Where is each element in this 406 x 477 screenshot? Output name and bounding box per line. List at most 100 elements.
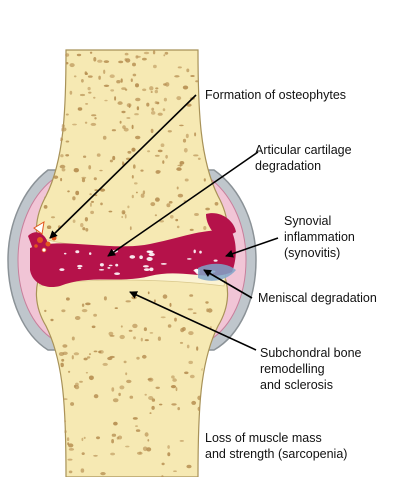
cartilage-fleck (139, 255, 143, 259)
bone-pore (53, 419, 57, 422)
bone-pore (214, 122, 217, 125)
bone-pore (213, 133, 216, 135)
bone-pore (94, 394, 99, 398)
bone-pore (51, 457, 55, 461)
bone-pore (185, 179, 189, 182)
bone-pore (133, 164, 136, 168)
bone-pore (155, 214, 157, 216)
bone-pore (104, 85, 109, 87)
bone-pore (65, 154, 69, 156)
bone-pore (151, 91, 153, 93)
bone-pore (171, 403, 176, 405)
bone-pore (103, 136, 107, 140)
bone-pore (90, 203, 92, 207)
bone-pore (142, 58, 147, 61)
label-meniscal-degradation: Meniscal degradation (258, 290, 377, 306)
bone-pore (142, 89, 146, 92)
bone-pore (134, 182, 138, 184)
bone-pore (48, 425, 53, 427)
bone-pore (86, 372, 88, 374)
bone-pore (90, 52, 92, 54)
bone-pore (45, 133, 50, 135)
bone-pore (148, 378, 152, 380)
bone-pore (111, 439, 114, 443)
bone-pore (92, 326, 96, 329)
bone-pore (85, 71, 87, 74)
bone-pore (170, 215, 174, 219)
bone-pore (206, 71, 210, 73)
bone-pore (81, 468, 85, 472)
bone-pore (224, 127, 226, 129)
bone-pore (190, 229, 194, 231)
bone-pore (38, 57, 43, 60)
bone-pore (60, 165, 66, 169)
bone-pore (123, 211, 125, 214)
bone-pore (109, 356, 115, 358)
bone-pore (39, 90, 43, 95)
bone-pore (57, 107, 59, 111)
bone-pore (44, 104, 49, 108)
bone-pore (41, 161, 46, 164)
cartilage-fleck (107, 267, 110, 269)
bone-pore (163, 108, 166, 111)
bone-pore (150, 332, 154, 334)
bone-pore (110, 74, 115, 78)
bone-pore (112, 129, 116, 131)
bone-pore (80, 94, 85, 96)
bone-pore (60, 363, 64, 367)
bone-pore (220, 104, 222, 108)
bone-pore (194, 132, 196, 136)
bone-pore (61, 127, 66, 131)
bone-pore (132, 195, 134, 199)
bone-pore (45, 467, 49, 470)
cartilage-fleck (114, 272, 120, 275)
bone-pore (136, 429, 140, 432)
bone-pore (131, 296, 136, 299)
bone-pore (130, 226, 132, 230)
bone-pore (205, 301, 208, 303)
bone-pore (183, 86, 188, 90)
bone-pore (137, 452, 143, 455)
bone-pore (110, 89, 114, 91)
bone-pore (126, 117, 130, 119)
bone-pore (42, 469, 45, 473)
bone-pore (42, 116, 46, 120)
bone-pore (169, 201, 173, 204)
bone-pore (135, 425, 138, 427)
bone-pore (89, 376, 94, 381)
bone-pore (103, 70, 105, 74)
bone-pore (223, 79, 226, 82)
bone-pore (145, 394, 147, 396)
bone-pore (213, 125, 217, 129)
bone-pore (158, 337, 161, 341)
bone-pore (124, 361, 127, 364)
bone-pore (61, 309, 65, 312)
bone-pore (174, 75, 179, 77)
bone-pore (152, 398, 155, 401)
bone-pore (158, 150, 163, 153)
bone-pore (133, 74, 137, 77)
bone-pore (207, 155, 211, 159)
bone-pore (65, 53, 69, 56)
bone-pore (115, 307, 118, 309)
bone-pore (186, 134, 189, 138)
bone-pore (41, 106, 44, 109)
bone-pore (75, 383, 79, 387)
cartilage-fleck (187, 258, 192, 260)
bone-pore (60, 154, 63, 157)
bone-pore (125, 214, 127, 219)
bone-pore (50, 63, 55, 65)
bone-pore (66, 114, 69, 116)
bone-pore (178, 194, 183, 198)
bone-pore (135, 83, 139, 87)
bone-pore (132, 324, 137, 328)
lower-bone (36, 270, 227, 477)
bone-pore (81, 79, 84, 83)
bone-pore (88, 165, 91, 169)
bone-pore (176, 387, 178, 391)
bone-pore (110, 335, 115, 337)
bone-pore (88, 87, 91, 90)
bone-pore (168, 324, 172, 328)
bone-pore (121, 325, 123, 327)
bone-pore (172, 378, 177, 382)
